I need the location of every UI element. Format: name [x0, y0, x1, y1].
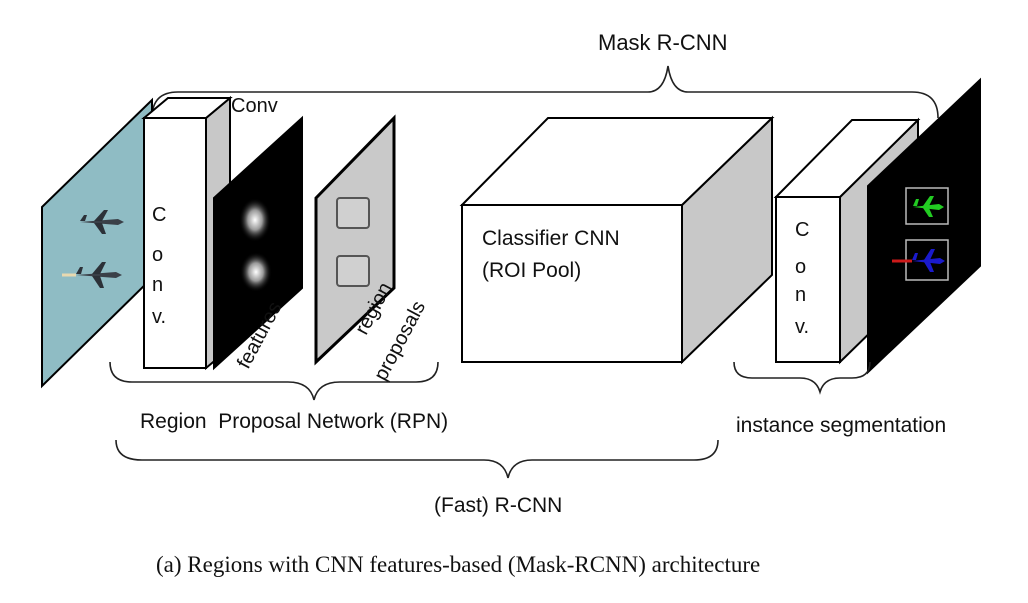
fast-rcnn-brace [115, 439, 719, 479]
rpn-brace [109, 361, 439, 401]
mask-box [905, 187, 949, 225]
rpn-label: Region Proposal Network (RPN) [140, 410, 448, 433]
mask-rcnn-title: Mask R-CNN [598, 30, 728, 55]
proposal-box [336, 197, 370, 229]
green-mask-icon [913, 196, 944, 217]
conv-letter: C [795, 219, 809, 241]
proposal-box [336, 255, 370, 287]
fast-rcnn-label: (Fast) R-CNN [434, 494, 562, 517]
conv-letter: C [152, 204, 166, 226]
region-proposals-panel [314, 114, 396, 366]
conv-letter: o [152, 244, 163, 266]
roi-pool-label: (ROI Pool) [482, 259, 581, 282]
feature-map-panel [213, 115, 303, 371]
conv-letter: n [152, 274, 163, 296]
figure-caption: (a) Regions with CNN features-based (Mas… [156, 552, 760, 577]
conv-letter: v. [795, 316, 809, 338]
conv-letter: n [795, 284, 806, 306]
conv-letter: v. [152, 306, 166, 328]
classifier-label: Classifier CNN [482, 227, 620, 250]
jet-icon [62, 262, 122, 288]
jet-icon [80, 210, 124, 234]
blue-mask-icon [892, 249, 945, 272]
instance-segmentation-label: instance segmentation [736, 414, 946, 437]
mask-rcnn-brace [151, 65, 939, 119]
conv-letter: o [795, 256, 806, 278]
classifier-cnn-block [459, 115, 775, 365]
conv-top-label: Conv [231, 95, 278, 117]
instance-segmentation-brace [733, 361, 871, 395]
input-image-panel [41, 97, 153, 389]
output-mask-panel [867, 77, 981, 375]
